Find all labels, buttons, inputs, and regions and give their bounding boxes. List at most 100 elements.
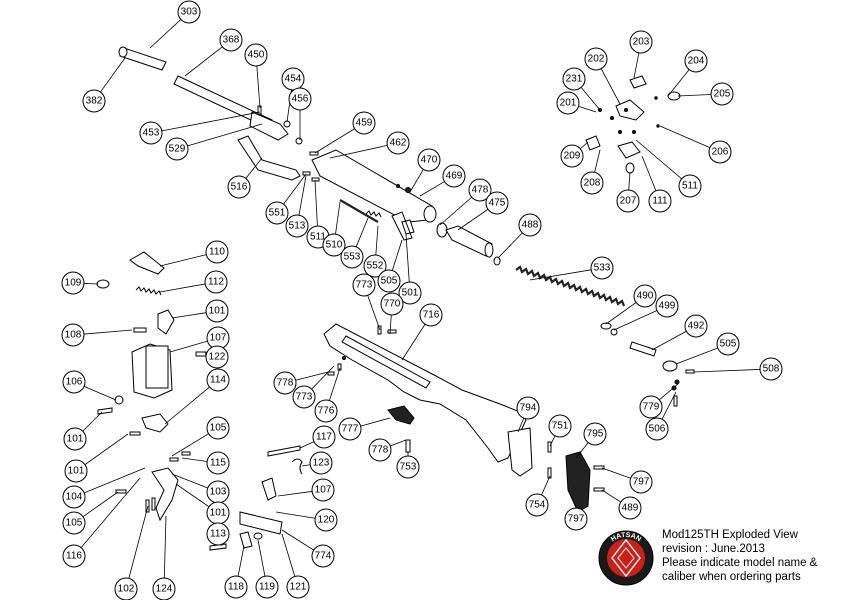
callout-circle [322, 233, 346, 257]
part-number-label: 450 [248, 50, 265, 61]
part-number-label: 505 [720, 339, 737, 350]
leader-line [360, 417, 391, 427]
part-number-label: 123 [313, 458, 330, 469]
part-callout: 107 [311, 478, 335, 502]
safety-part [239, 531, 253, 549]
part-callout: 506 [645, 417, 669, 441]
part-callout: 778 [368, 438, 392, 462]
leader-line [401, 324, 426, 361]
barrel-part [173, 75, 289, 141]
leader-line [605, 302, 637, 325]
callout-circle [564, 507, 588, 531]
part-callout: 533 [590, 256, 614, 280]
callout-circle [63, 427, 87, 451]
callout-circle [206, 368, 230, 392]
part-callout: 120 [314, 508, 338, 532]
part-callout: 754 [525, 493, 549, 517]
callout-circle [678, 174, 702, 198]
leader-line [184, 46, 223, 77]
part-number-label: 106 [66, 377, 83, 388]
part-number-label: 773 [356, 280, 373, 291]
part-number-label: 107 [210, 333, 227, 344]
part-number-label: 751 [552, 421, 569, 432]
leader-line [541, 475, 551, 496]
part-callout: 112 [204, 270, 228, 294]
part-number-label: 101 [68, 466, 85, 477]
leader-line [594, 149, 601, 173]
callout-circle [377, 269, 401, 293]
part-callout: 456 [288, 87, 312, 111]
part-number-label: 778 [277, 378, 294, 389]
leader-line [675, 347, 718, 365]
callout-circle [206, 451, 230, 475]
leader-line [391, 239, 403, 271]
leader-line [159, 254, 207, 267]
leader-line [659, 383, 679, 401]
part-number-label: 104 [66, 492, 83, 503]
callout-circle [114, 577, 138, 600]
part-number-label: 773 [296, 392, 313, 403]
callout-circle [352, 273, 376, 297]
screw-part [547, 441, 552, 453]
part-callout: 454 [281, 67, 305, 91]
part-callout: 201 [556, 91, 580, 115]
leader-line [375, 225, 379, 256]
pin-part [311, 177, 320, 182]
part-number-label: 113 [210, 529, 226, 540]
part-callout: 505 [716, 332, 740, 356]
part-callout: 499 [655, 294, 679, 318]
leader-line [633, 52, 640, 79]
leader-line [171, 433, 209, 457]
leader-line [457, 208, 489, 231]
part-number-label: 112 [208, 277, 224, 288]
leader-line [329, 367, 341, 401]
part-number-label: 508 [763, 364, 780, 375]
leader-line [181, 457, 208, 462]
callout-circle [645, 417, 669, 441]
leader-line [667, 69, 690, 97]
guide-rod-part [339, 199, 379, 223]
part-callout: 382 [82, 89, 106, 113]
part-callout: 122 [205, 345, 229, 369]
nut-part [662, 360, 678, 372]
part-number-label: 510 [326, 240, 343, 251]
part-callout: 773 [352, 273, 376, 297]
part-callout: 123 [309, 451, 333, 475]
leader-line [298, 175, 307, 216]
part-number-label: 103 [210, 487, 227, 498]
part-number-label: 101 [67, 434, 84, 445]
part-callout: 110 [205, 240, 229, 264]
part-callout: 490 [633, 284, 657, 308]
callout-circle [363, 254, 387, 278]
callout-circle [205, 345, 229, 369]
pin-part [169, 457, 179, 462]
part-callout: 101 [206, 501, 230, 525]
brand-logo: HATSAN [598, 530, 654, 586]
screw-part [593, 465, 605, 470]
part-number-label: 551 [269, 208, 286, 219]
callout-circle [273, 371, 297, 395]
callout-circle [205, 299, 229, 323]
callout-circle [62, 485, 86, 509]
front-sight-part [118, 46, 167, 71]
part-number-label: 117 [316, 432, 332, 443]
callout-circle [224, 575, 248, 599]
leader-line [257, 539, 266, 577]
callout-circle [386, 131, 410, 155]
info-revision-line: revision : June.2013 [662, 543, 765, 555]
leader-line [600, 68, 621, 105]
part-number-label: 774 [315, 551, 332, 562]
leader-line [164, 386, 210, 425]
part-callouts: 3033684504544564594624704694784754885333… [61, 0, 783, 600]
callout-circle [64, 459, 88, 483]
callout-circle [485, 191, 509, 215]
part-callout: 202 [584, 47, 608, 71]
rear-sight-part [585, 75, 681, 174]
part-number-label: 716 [423, 310, 440, 321]
callout-circle [227, 175, 251, 199]
part-number-label: 207 [620, 196, 637, 207]
callout-circle [629, 470, 653, 494]
brand-logo-label: HATSAN [610, 532, 642, 543]
callout-circle [396, 455, 420, 479]
leader-line [628, 171, 631, 191]
